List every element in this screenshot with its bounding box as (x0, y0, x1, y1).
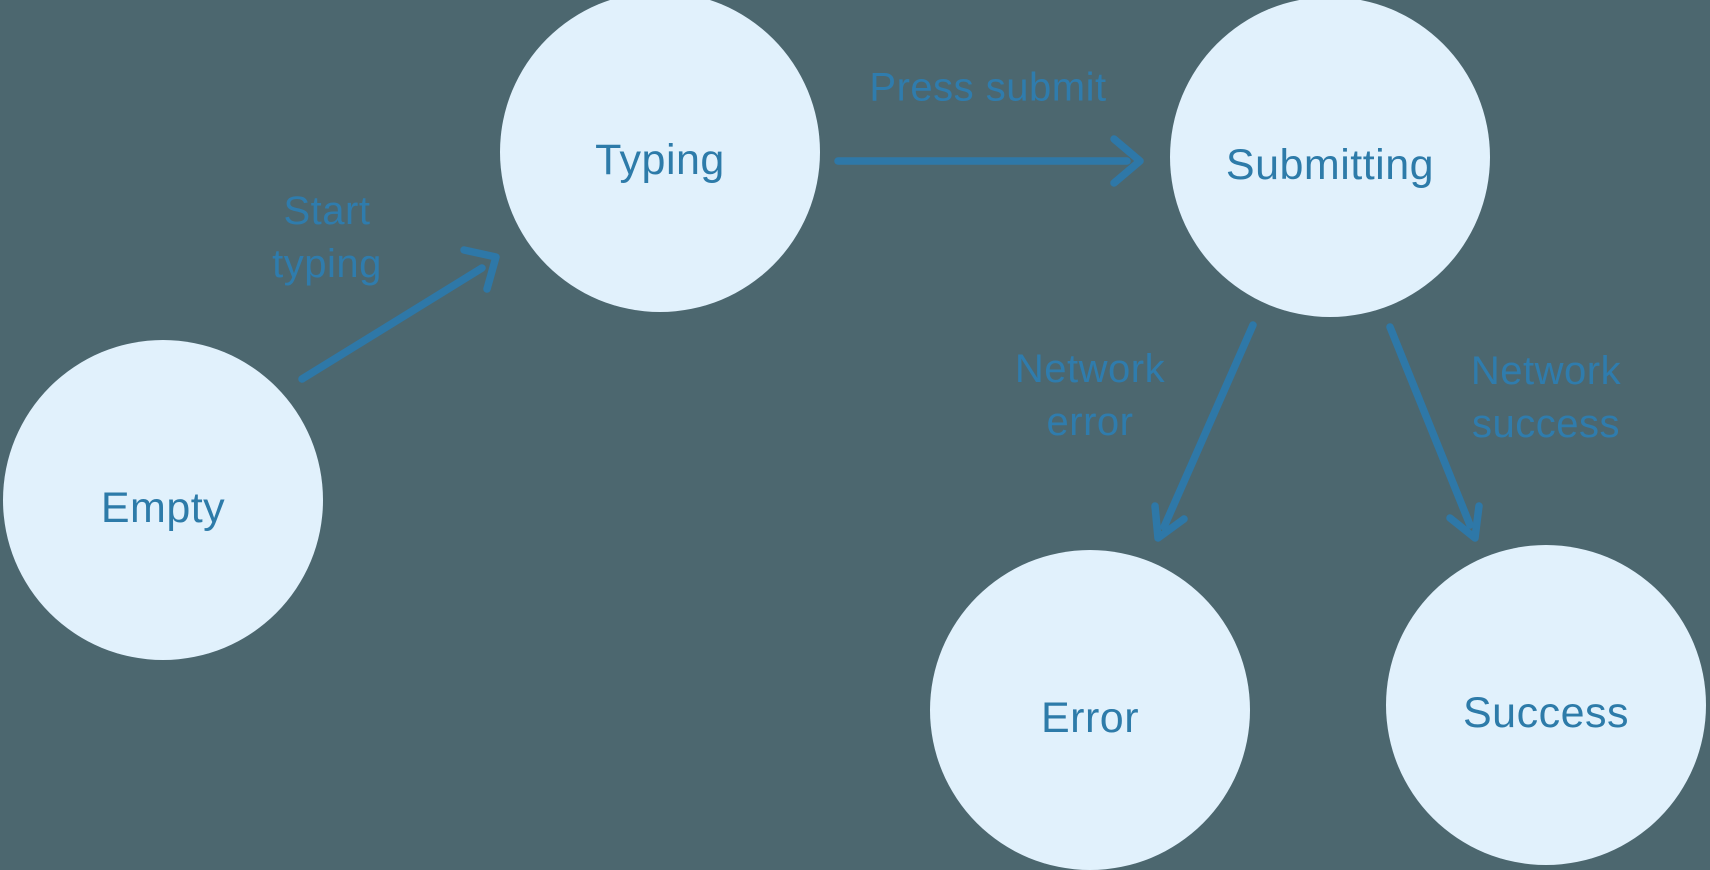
state-label-typing: Typing (595, 135, 725, 184)
state-node-success: Success (1386, 545, 1706, 865)
edge-arrow-network-error (1151, 321, 1257, 542)
edge-label-network-success: Network success (1470, 349, 1622, 446)
edge-label-start-typing: Start typing (272, 189, 382, 286)
state-node-empty: Empty (3, 340, 323, 660)
edge-arrow-network-success (1386, 323, 1483, 542)
state-node-error: Error (930, 550, 1250, 870)
state-node-typing: Typing (500, 0, 820, 312)
state-label-submitting: Submitting (1225, 140, 1435, 189)
edge-label-network-error: Network error (1014, 347, 1166, 444)
state-label-error: Error (1040, 693, 1140, 742)
state-node-submitting: Submitting (1170, 0, 1490, 317)
state-label-empty: Empty (100, 483, 226, 532)
edge-arrow-start-typing (298, 246, 500, 383)
edge-arrow-press-submit (834, 135, 1144, 187)
state-label-success: Success (1462, 688, 1629, 737)
edge-label-press-submit: Press submit (869, 65, 1107, 110)
